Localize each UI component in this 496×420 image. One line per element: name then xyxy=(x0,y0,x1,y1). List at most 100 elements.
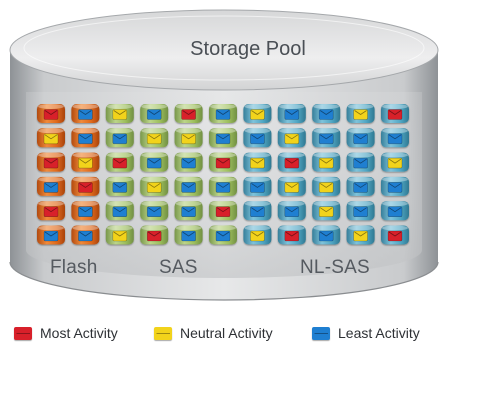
drive-sas-least xyxy=(140,104,169,123)
drive-sas-neutral xyxy=(174,128,203,148)
cylinder-top-highlight xyxy=(23,15,425,81)
envelope-icon xyxy=(215,157,231,169)
envelope-icon xyxy=(181,157,196,169)
envelope-icon xyxy=(250,157,265,169)
envelope-icon xyxy=(353,206,368,217)
envelope-icon xyxy=(146,109,162,120)
drive-flash-least xyxy=(71,225,100,245)
envelope-icon xyxy=(215,182,231,193)
drive-nlsas-neutral xyxy=(381,152,409,172)
envelope-icon-red xyxy=(14,326,32,340)
envelope-icon xyxy=(215,109,231,120)
drive-nlsas-neutral xyxy=(312,201,341,221)
legend-item-most-activity: Most Activity xyxy=(14,321,118,345)
drive-nlsas-least xyxy=(346,176,375,196)
envelope-icon xyxy=(43,133,59,145)
drive-sas-least xyxy=(174,225,203,245)
tier-label-sas: SAS xyxy=(159,257,198,278)
envelope-icon xyxy=(112,230,128,242)
drive-sas-most xyxy=(105,152,134,172)
drive-sas-least xyxy=(174,176,203,196)
drive-sas-most xyxy=(140,225,169,245)
envelope-icon xyxy=(181,182,196,193)
envelope-icon xyxy=(387,182,403,193)
drive-grid xyxy=(37,104,409,245)
envelope-icon xyxy=(112,182,128,193)
envelope-icon xyxy=(43,109,59,120)
drive-nlsas-neutral xyxy=(312,152,341,172)
envelope-icon xyxy=(387,109,403,120)
drive-flash-neutral xyxy=(37,128,65,148)
drive-nlsas-most xyxy=(277,225,306,245)
drive-nlsas-least xyxy=(277,201,306,221)
drive-nlsas-neutral xyxy=(243,152,272,172)
drive-flash-least xyxy=(37,176,65,196)
drive-sas-neutral xyxy=(140,128,169,148)
drive-nlsas-least xyxy=(312,128,341,148)
drive-nlsas-neutral xyxy=(312,176,341,196)
envelope-icon xyxy=(353,157,368,169)
envelope-icon xyxy=(387,230,403,242)
envelope-icon xyxy=(353,133,368,145)
drive-nlsas-least xyxy=(381,176,409,196)
envelope-icon xyxy=(78,206,93,217)
activity-legend: Most Activity Neutral Activity Least Act… xyxy=(14,321,484,345)
drive-sas-least xyxy=(209,225,237,245)
drive-nlsas-neutral xyxy=(243,225,272,245)
drive-flash-most xyxy=(71,176,100,196)
envelope-icon xyxy=(146,157,162,169)
drive-sas-neutral xyxy=(140,176,169,196)
envelope-icon xyxy=(78,230,93,242)
legend-label: Neutral Activity xyxy=(180,325,273,341)
envelope-icon xyxy=(284,182,300,193)
drive-flash-least xyxy=(37,225,65,245)
envelope-icon xyxy=(43,157,59,169)
drive-nlsas-least xyxy=(346,128,375,148)
envelope-icon xyxy=(318,182,334,193)
envelope-icon xyxy=(112,109,128,120)
drive-sas-least xyxy=(174,201,203,221)
legend-item-neutral-activity: Neutral Activity xyxy=(154,321,273,345)
drive-sas-least xyxy=(105,176,134,196)
envelope-icon-yellow xyxy=(154,326,172,340)
envelope-icon xyxy=(284,109,300,120)
envelope-icon xyxy=(146,182,162,193)
envelope-icon xyxy=(318,206,334,217)
envelope-icon xyxy=(78,109,93,120)
drive-sas-least xyxy=(174,152,203,172)
legend-label: Least Activity xyxy=(338,325,420,341)
tier-label-nl-sas: NL-SAS xyxy=(300,257,370,278)
drive-sas-least xyxy=(209,176,237,196)
drive-sas-least xyxy=(105,128,134,148)
drive-sas-least xyxy=(140,201,169,221)
drive-nlsas-neutral xyxy=(346,104,375,123)
drive-flash-neutral xyxy=(71,152,100,172)
envelope-icon xyxy=(284,206,300,217)
drive-flash-least xyxy=(71,128,100,148)
legend-item-least-activity: Least Activity xyxy=(312,321,420,345)
drive-sas-most xyxy=(174,104,203,123)
envelope-icon xyxy=(146,206,162,217)
pool-title: Storage Pool xyxy=(190,38,306,60)
envelope-icon xyxy=(43,206,59,217)
envelope-icon xyxy=(284,230,300,242)
envelope-icon xyxy=(318,133,334,145)
envelope-icon xyxy=(318,230,334,242)
drive-nlsas-least xyxy=(277,104,306,123)
envelope-icon xyxy=(78,157,93,169)
envelope-icon xyxy=(387,206,403,217)
drive-sas-least xyxy=(209,128,237,148)
envelope-icon xyxy=(215,133,231,145)
envelope-icon xyxy=(250,133,265,145)
envelope-icon xyxy=(353,182,368,193)
envelope-icon xyxy=(284,133,300,145)
envelope-icon xyxy=(146,133,162,145)
envelope-icon xyxy=(181,230,196,242)
drive-nlsas-neutral xyxy=(277,128,306,148)
envelope-icon xyxy=(181,206,196,217)
envelope-icon xyxy=(112,157,128,169)
drive-sas-most xyxy=(209,152,237,172)
legend-label: Most Activity xyxy=(40,325,118,341)
drive-nlsas-least xyxy=(312,225,341,245)
